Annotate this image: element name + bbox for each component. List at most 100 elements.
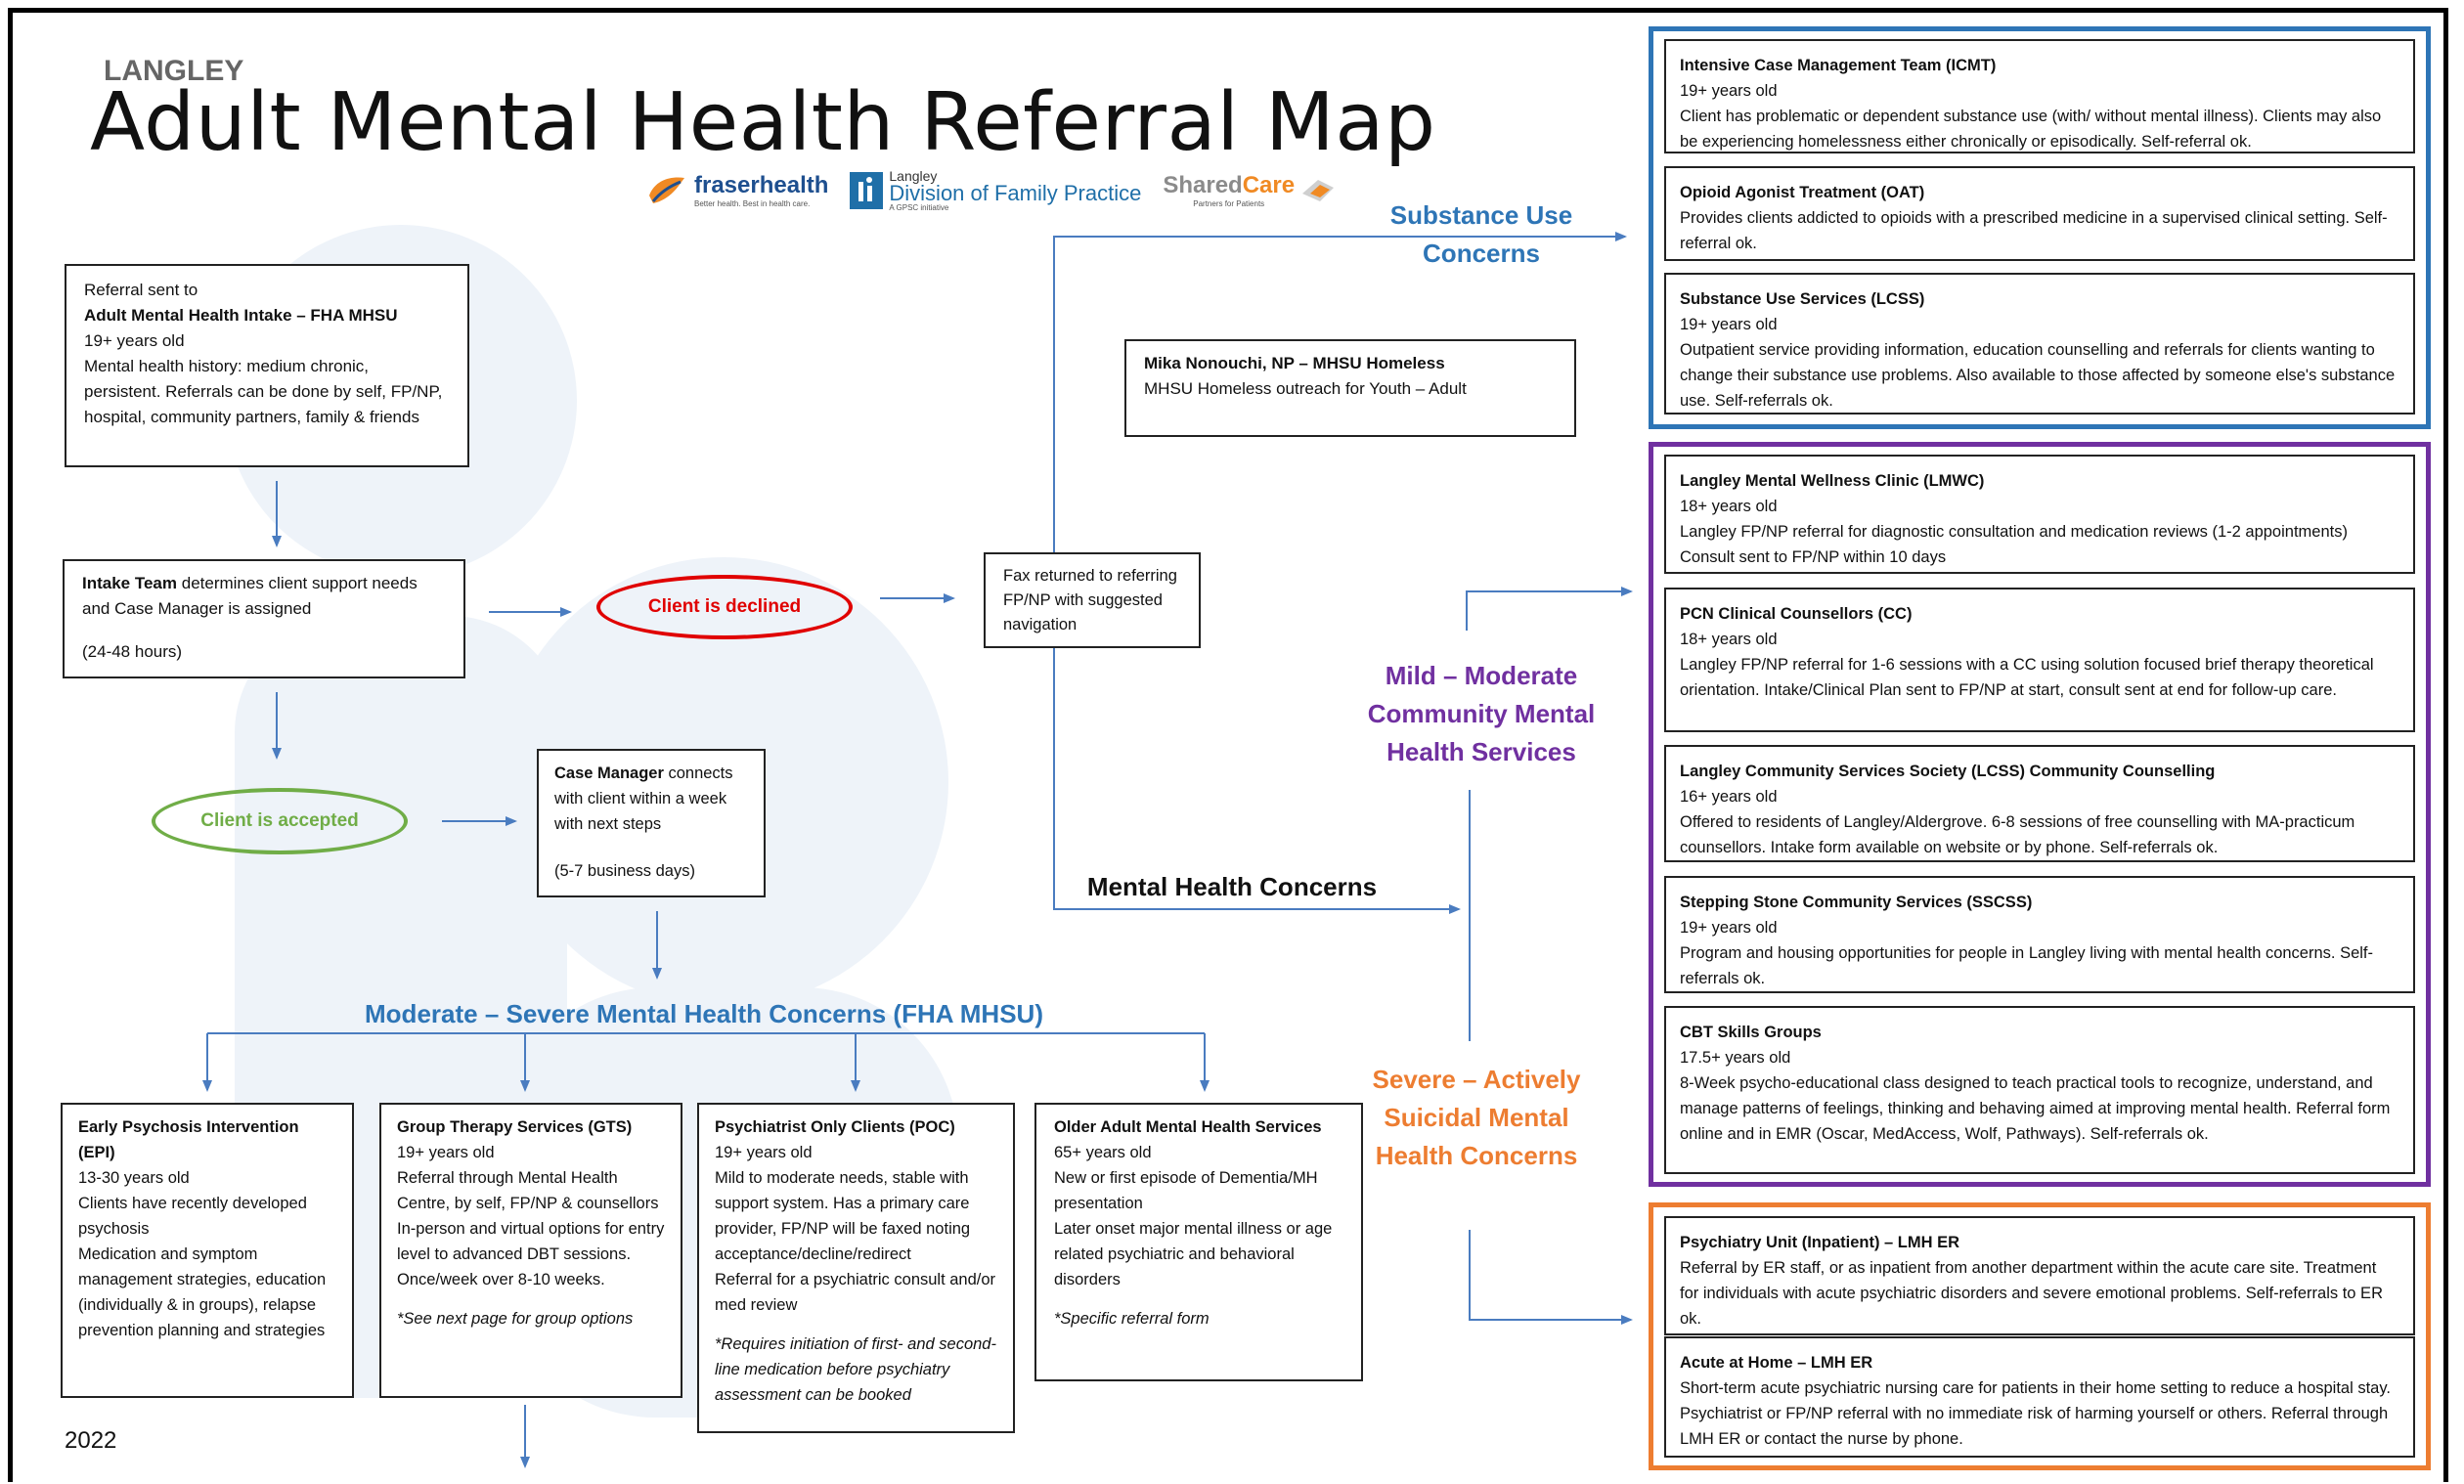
logo-bar: fraserhealth Better health. Best in heal… <box>645 168 1336 212</box>
case-manager-box: Case Manager connects with client within… <box>537 749 766 897</box>
service-box-psychiatry-unit: Psychiatry Unit (Inpatient) – LMH ER Ref… <box>1664 1216 2415 1335</box>
substance-services-frame <box>1649 26 2431 429</box>
heading-moderate-severe: Moderate – Severe Mental Health Concerns… <box>365 999 1043 1028</box>
service-desc: 8-Week psycho-educational class designed… <box>1680 1074 2391 1143</box>
division-line1: Langley <box>889 168 938 184</box>
division-line2: Division of Family Practice <box>889 181 1142 205</box>
service-age: 18+ years old <box>1680 498 1778 515</box>
page-title: Adult Mental Health Referral Map <box>90 76 1436 169</box>
service-age: 19+ years old <box>397 1144 495 1161</box>
document-year: 2022 <box>65 1427 117 1454</box>
referral-desc: Mental health history: medium chronic, p… <box>84 357 443 426</box>
service-note: *Requires initiation of first- and secon… <box>715 1335 996 1404</box>
service-title: Older Adult Mental Health Services <box>1054 1118 1322 1136</box>
heading-mild-moderate: Mild – Moderate Community Mental Health … <box>1367 661 1596 766</box>
line-fax-to-substance <box>1053 232 1627 552</box>
service-desc: Referral through Mental Health Centre, b… <box>397 1169 665 1288</box>
intake-team-label: Intake Team <box>82 574 178 592</box>
severe-services-frame <box>1649 1202 2431 1470</box>
heading-severe: Severe – Actively Suicidal Mental Health… <box>1372 1065 1581 1170</box>
service-age: 16+ years old <box>1680 788 1778 806</box>
mild-moderate-services-frame <box>1649 442 2431 1187</box>
case-manager-text: connects with client within a week with … <box>554 764 733 833</box>
service-title: Psychiatrist Only Clients (POC) <box>715 1118 955 1136</box>
service-title: Opioid Agonist Treatment (OAT) <box>1680 184 1925 201</box>
mika-title: Mika Nonouchi, NP – MHSU Homeless <box>1144 354 1445 372</box>
intake-text: determines client support needs and Case… <box>82 574 418 618</box>
service-box-epi: Early Psychosis Intervention (EPI) 13-30… <box>61 1103 354 1398</box>
service-box-lcss-counselling: Langley Community Services Society (LCSS… <box>1664 745 2415 862</box>
sharedcare-part2: Care <box>1242 172 1296 198</box>
service-box-pcn-cc: PCN Clinical Counsellors (CC) 18+ years … <box>1664 588 2415 732</box>
mika-box: Mika Nonouchi, NP – MHSU Homeless MHSU H… <box>1124 339 1576 437</box>
service-title: Psychiatry Unit (Inpatient) – LMH ER <box>1680 1234 1960 1251</box>
heading-substance-use: Substance Use Concerns <box>1389 200 1573 268</box>
intake-time: (24-48 hours) <box>82 642 183 661</box>
case-manager-label: Case Manager <box>554 764 664 782</box>
line-to-mild-moderate <box>1466 587 1633 631</box>
service-desc: Langley FP/NP referral for diagnostic co… <box>1680 523 2348 566</box>
mika-text: MHSU Homeless outreach for Youth – Adult <box>1144 379 1467 398</box>
service-box-poc: Psychiatrist Only Clients (POC) 19+ year… <box>697 1103 1015 1433</box>
service-box-acute-at-home: Acute at Home – LMH ER Short-term acute … <box>1664 1336 2415 1458</box>
service-title: Stepping Stone Community Services (SSCSS… <box>1680 894 2033 911</box>
service-desc: Offered to residents of Langley/Aldergro… <box>1680 813 2355 856</box>
service-desc: Program and housing opportunities for pe… <box>1680 944 2374 987</box>
service-title: CBT Skills Groups <box>1680 1024 1822 1041</box>
service-desc: Provides clients addicted to opioids wit… <box>1680 209 2388 252</box>
service-note: *Specific referral form <box>1054 1310 1210 1328</box>
service-desc: Outpatient service providing information… <box>1680 341 2396 410</box>
org-label: LANGLEY <box>104 55 244 87</box>
service-box-lcss-substance: Substance Use Services (LCSS) 19+ years … <box>1664 273 2415 415</box>
sharedcare-mark-icon <box>1302 179 1335 201</box>
service-desc: Referral by ER staff, or as inpatient fr… <box>1680 1259 2383 1328</box>
sharedcare-logo: SharedCare Partners for Patients <box>1163 172 1336 208</box>
service-age: 13-30 years old <box>78 1169 190 1187</box>
referral-age: 19+ years old <box>84 331 185 350</box>
case-manager-time: (5-7 business days) <box>554 862 695 880</box>
service-desc: Client has problematic or dependent subs… <box>1680 108 2382 151</box>
service-title: PCN Clinical Counsellors (CC) <box>1680 605 1913 623</box>
service-title: Group Therapy Services (GTS) <box>397 1118 633 1136</box>
service-title: Early Psychosis Intervention (EPI) <box>78 1118 299 1161</box>
service-note: *See next page for group options <box>397 1310 634 1328</box>
service-age: 18+ years old <box>1680 631 1778 648</box>
service-age: 19+ years old <box>1680 316 1778 333</box>
referral-line1: Referral sent to <box>84 281 198 299</box>
service-age: 19+ years old <box>715 1144 813 1161</box>
fraserhealth-name: fraserhealth <box>694 172 829 198</box>
heading-mental-health-concerns: Mental Health Concerns <box>1086 872 1378 901</box>
referral-box: Referral sent to Adult Mental Health Int… <box>65 264 469 467</box>
line-to-severe-services <box>1469 1230 1633 1325</box>
service-box-older-adult: Older Adult Mental Health Services 65+ y… <box>1034 1103 1363 1381</box>
fraserhealth-leaf-icon <box>649 177 684 203</box>
intake-box: Intake Team determines client support ne… <box>63 559 465 678</box>
page-border <box>8 8 2448 1482</box>
service-desc: Short-term acute psychiatric nursing car… <box>1680 1379 2391 1448</box>
service-age: 17.5+ years old <box>1680 1049 1791 1067</box>
fraserhealth-tagline: Better health. Best in health care. <box>694 199 811 208</box>
fraserhealth-logo: fraserhealth Better health. Best in heal… <box>645 172 828 208</box>
service-title: Acute at Home – LMH ER <box>1680 1354 1873 1372</box>
division-mark-icon <box>850 171 884 209</box>
service-title: Langley Community Services Society (LCSS… <box>1680 763 2216 780</box>
service-desc: Clients have recently developed psychosi… <box>78 1195 327 1339</box>
service-title: Langley Mental Wellness Clinic (LMWC) <box>1680 472 1985 490</box>
line-fax-to-mental-health <box>1053 647 1461 914</box>
service-box-gts: Group Therapy Services (GTS) 19+ years o… <box>379 1103 682 1398</box>
service-desc: Mild to moderate needs, stable with supp… <box>715 1169 996 1314</box>
service-title: Intensive Case Management Team (ICMT) <box>1680 57 1997 74</box>
service-box-sscss: Stepping Stone Community Services (SSCSS… <box>1664 876 2415 993</box>
division-tagline: A GPSC initiative <box>889 203 949 212</box>
service-title: Substance Use Services (LCSS) <box>1680 290 1925 308</box>
sharedcare-tagline: Partners for Patients <box>1193 199 1265 208</box>
division-logo: Langley Division of Family Practice A GP… <box>850 168 1141 212</box>
service-age: 19+ years old <box>1680 919 1778 937</box>
service-desc: Langley FP/NP referral for 1-6 sessions … <box>1680 656 2374 699</box>
sharedcare-part1: Shared <box>1163 172 1243 198</box>
fax-box: Fax returned to referring FP/NP with sug… <box>984 552 1201 648</box>
service-box-cbt-skills: CBT Skills Groups 17.5+ years old 8-Week… <box>1664 1006 2415 1174</box>
service-box-oat: Opioid Agonist Treatment (OAT) Provides … <box>1664 166 2415 261</box>
